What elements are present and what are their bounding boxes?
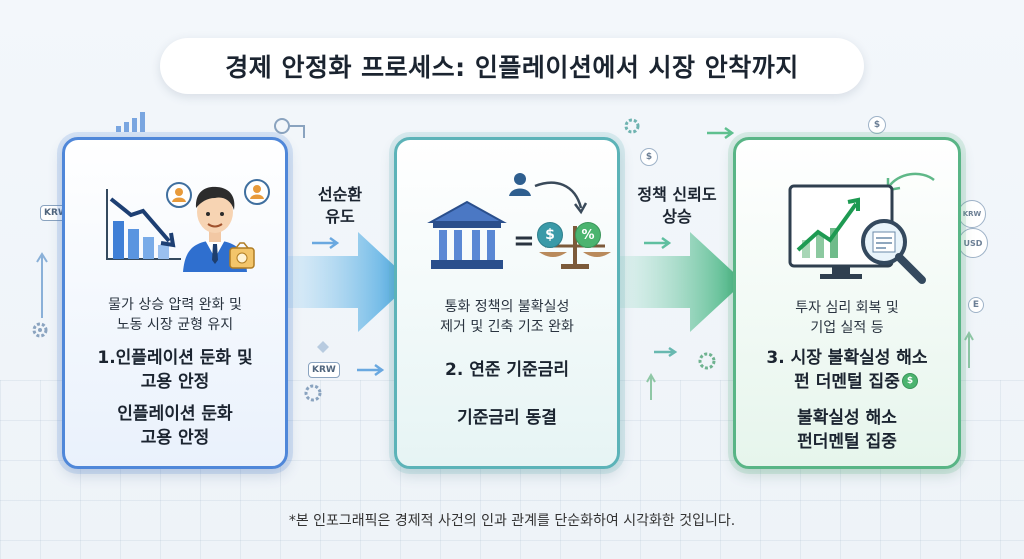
gear-decor-icon — [32, 322, 48, 338]
step-2-heading: 2. 연준 기준금리 — [445, 360, 569, 380]
magnifier-icon — [861, 219, 926, 284]
krw-coin-decor-icon: KRW — [958, 200, 986, 228]
right-arrow-decor-icon-2 — [654, 346, 678, 358]
step-1-heading: 1.인플레이션 둔화 및 고용 안정 — [97, 348, 253, 392]
diamond-decor-icon — [317, 341, 329, 353]
flow-arrow-2 — [612, 232, 744, 332]
small-arrow-left — [312, 236, 340, 250]
step-card-3: 투자 심리 회복 및 기업 실적 등 3. 시장 불확실성 해소 펀 더멘털 집… — [733, 137, 961, 469]
step-2-description: 통화 정책의 불확실성 제거 및 긴축 기조 완화 — [440, 299, 574, 335]
equals-sign: = — [513, 226, 535, 256]
page-title: 경제 안정화 프로세스: 인플레이션에서 시장 안착까지 — [160, 38, 864, 94]
gear-decor-icon-4 — [698, 352, 716, 370]
step-3-heading: 3. 시장 불확실성 해소 펀 더멘털 집중 — [766, 348, 928, 392]
usd-coin-decor-icon: USD — [958, 228, 988, 258]
step-1-description: 물가 상승 압력 완화 및 노동 시장 균형 유지 — [108, 297, 242, 333]
step-3-subheading: 불확실성 해소 펀더멘털 집중 — [797, 408, 897, 452]
user-bubble-icon-2 — [244, 179, 270, 205]
step-3-description: 투자 심리 회복 및 기업 실적 등 — [795, 300, 899, 336]
dollar-coin-decor-icon: $ — [640, 148, 658, 166]
dollar-coin-icon-3: $ — [902, 373, 918, 389]
flow-arrow-1 — [280, 232, 412, 332]
percent-coin-icon: % — [575, 222, 601, 248]
wallet-icon — [229, 242, 255, 269]
euro-coin-decor-icon: E — [968, 297, 984, 313]
user-icon — [509, 173, 531, 196]
krw-tag-center: KRW — [308, 362, 340, 378]
gear-decor-icon-3 — [624, 118, 640, 134]
up-arrow-decor-icon-3 — [964, 330, 974, 368]
dollar-coin-decor-icon-2: $ — [868, 116, 886, 134]
arrow-label-1: 선순환 유도 — [317, 185, 363, 226]
user-bubble-icon — [166, 182, 192, 208]
central-bank-icon — [427, 200, 507, 269]
falling-chart-icon — [106, 189, 181, 260]
bar-chart-decor-icon — [116, 112, 145, 132]
dollar-coin-icon: $ — [537, 222, 563, 248]
footnote: *본 인포그래픽은 경제적 사건의 인과 관계를 단순화하여 시각화한 것입니다… — [288, 513, 736, 529]
step-2-subheading: 기준금리 동결 — [457, 408, 557, 428]
arrow-label-2: 정책 신뢰도 상승 — [637, 185, 717, 226]
curved-arrow-icon — [534, 181, 588, 215]
small-arrow-left-2 — [357, 363, 385, 377]
up-arrow-decor-icon-2 — [646, 372, 656, 400]
small-arrow-right — [644, 236, 672, 250]
right-arrow-decor-icon — [707, 126, 735, 140]
step-card-1: 물가 상승 압력 완화 및 노동 시장 균형 유지 1.인플레이션 둔화 및 고… — [62, 137, 288, 469]
step-1-subheading: 인플레이션 둔화 고용 안정 — [117, 404, 233, 448]
step-card-2: = $ % 통화 정책의 불확실성 제거 및 긴축 기조 완화 2. 연준 기준… — [394, 137, 620, 469]
up-arrow-decor-icon — [36, 252, 48, 318]
link-decor-icon — [274, 118, 305, 138]
gear-decor-icon-2 — [304, 384, 322, 402]
